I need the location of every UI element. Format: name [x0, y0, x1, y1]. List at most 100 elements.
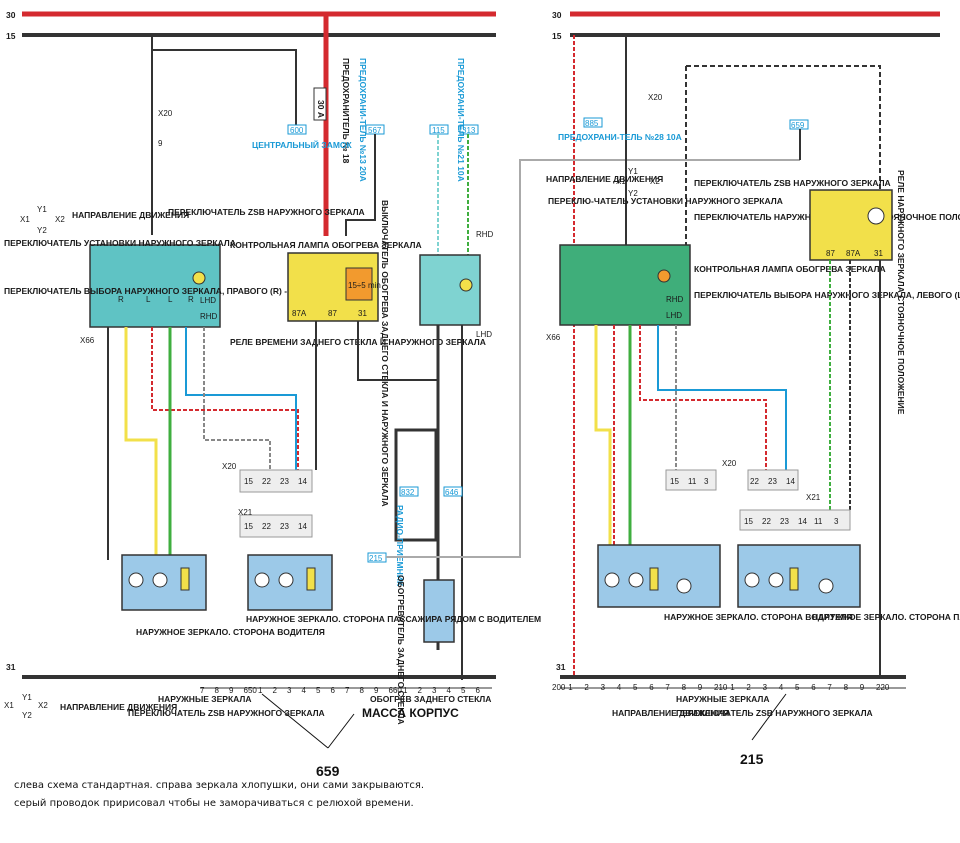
svg-text:R: R [188, 295, 194, 304]
left-page-number: 659 [316, 763, 340, 779]
bus-number: 7 [345, 686, 350, 695]
svg-text:31: 31 [874, 249, 883, 258]
svg-text:15: 15 [244, 522, 253, 531]
bus-number: 8 [682, 683, 687, 692]
svg-text:22: 22 [262, 522, 271, 531]
park-relay-label: РЕЛЕ НАРУЖНОГО ЗЕРКАЛА СТОЯНОЧНОЕ ПОЛОЖЕ… [896, 170, 906, 415]
svg-text:X1: X1 [4, 701, 14, 710]
heat-switch-label: ВЫКЛЮЧАТЕЛЬ ОБОГРЕВА ЗАДНЕГО СТЕКЛА И НА… [380, 200, 390, 507]
bus-number: 200 [552, 683, 566, 692]
mirror-driver-label-right: НАРУЖНОЕ ЗЕРКАЛО. СТОРОНА ВОДИТЕЛЯ [664, 612, 853, 622]
svg-text:X66: X66 [546, 333, 561, 342]
rail-30-label: 30 [6, 10, 16, 20]
code-115: 115 [432, 126, 445, 135]
mirror-pass-label-right: НАРУЖНОЕ ЗЕРКАЛО. СТОРОНА ПАССАЖИРА РЯДО… [812, 612, 960, 622]
svg-text:3: 3 [704, 477, 709, 486]
svg-text:15: 15 [670, 477, 679, 486]
bottom-mirrors-label-right: НАРУЖНЫЕ ЗЕРКАЛА [676, 694, 770, 704]
rail-30-label-right: 30 [552, 10, 562, 20]
bus-number: 3 [601, 683, 606, 692]
fuse-13-label: ПРЕДОХРАНИ-ТЕЛЬ №13 20А [358, 58, 368, 182]
svg-text:LHD: LHD [476, 330, 492, 339]
heat-switch[interactable] [419, 254, 481, 326]
bus-number: 660 [389, 686, 403, 695]
direction-label-right: НАПРАВЛЕНИЕ ДВИЖЕНИЯ [546, 174, 663, 184]
svg-text:11: 11 [814, 517, 823, 526]
svg-text:X2: X2 [55, 215, 65, 224]
bus-number: 3 [432, 686, 437, 695]
svg-text:X2: X2 [650, 177, 660, 186]
code-600: 600 [290, 126, 304, 135]
bus-number: 220 [876, 683, 890, 692]
bus-number: 5 [795, 683, 800, 692]
svg-text:31: 31 [358, 309, 367, 318]
svg-text:Y2: Y2 [22, 711, 32, 720]
park-relay [809, 189, 893, 261]
svg-text:RHD: RHD [476, 230, 494, 239]
bus-number: 5 [461, 686, 466, 695]
rail-31-label-right: 31 [556, 662, 566, 672]
left-diagram: 30 15 31 ПРЕДОХРАНИТЕЛЬ № 18 30 А X20 9 … [4, 10, 541, 779]
svg-text:14: 14 [298, 522, 307, 531]
bus-number: 7 [827, 683, 832, 692]
bottom-switch-label-right: ПЕРЕКЛЮЧАТЕЛЬ ZSB НАРУЖНОГО ЗЕРКАЛА [676, 708, 873, 718]
right-page-number: 215 [740, 751, 764, 767]
bus-number: 2 [746, 683, 751, 692]
select-switch-label-right: ПЕРЕКЛЮЧАТЕЛЬ ВЫБОРА НАРУЖНОГО ЗЕРКАЛА, … [694, 290, 960, 300]
svg-text:X20: X20 [158, 109, 173, 118]
svg-text:X1: X1 [20, 215, 30, 224]
svg-text:87: 87 [826, 249, 835, 258]
fuse-18-rating: 30 А [316, 100, 326, 118]
bus-number: 1 [730, 683, 735, 692]
svg-text:Y1: Y1 [628, 167, 638, 176]
fuse-21-label: ПРЕДОХРАНИ-ТЕЛЬ №21 10А [456, 58, 466, 182]
bottom-heat-label: ОБОГРЕВ ЗАДНЕГО СТЕКЛА [370, 694, 491, 704]
code-313: 313 [462, 126, 476, 135]
svg-text:X20: X20 [648, 93, 663, 102]
svg-text:22: 22 [750, 477, 759, 486]
lamp-label: КОНТРОЛЬНАЯ ЛАМПА ОБОГРЕВА ЗЕРКАЛА [230, 240, 422, 250]
bus-number: 210 [714, 683, 728, 692]
rail-15-label-right: 15 [552, 31, 562, 41]
code-885: 885 [585, 119, 599, 128]
svg-text:15: 15 [244, 477, 253, 486]
bus-number: 2 [273, 686, 278, 695]
svg-text:Y1: Y1 [37, 205, 47, 214]
svg-text:14: 14 [298, 477, 307, 486]
direction-label-right-bottom: НАПРАВЛЕНИЕ ДВИЖЕНИЯ [612, 708, 729, 718]
bus-number: 5 [316, 686, 321, 695]
svg-text:14: 14 [786, 477, 795, 486]
svg-text:R: R [118, 295, 124, 304]
svg-text:87A: 87A [846, 249, 861, 258]
svg-text:X20: X20 [222, 462, 237, 471]
rail-15-label: 15 [6, 31, 16, 41]
radio-label: РАДИО-ПРИЕМНИК [395, 505, 405, 587]
fuse-28-label: ПРЕДОХРАНИ-ТЕЛЬ №28 10А [558, 132, 682, 142]
bus-number: 6 [649, 683, 654, 692]
bus-number: 9 [229, 686, 234, 695]
bus-number: 650 [244, 686, 258, 695]
note-line-1: слева схема стандартная. справа зеркала … [14, 780, 425, 791]
bus-number: 8 [215, 686, 220, 695]
direction-label: НАПРАВЛЕНИЕ ДВИЖЕНИЯ [72, 210, 189, 220]
svg-text:X21: X21 [238, 508, 253, 517]
bus-number: 3 [763, 683, 768, 692]
bus-number: 8 [360, 686, 365, 695]
direction-label-bottom: НАПРАВЛЕНИЕ ДВИЖЕНИЯ [60, 702, 177, 712]
mirror-switch-box[interactable] [89, 244, 221, 328]
bus-number: 4 [447, 686, 452, 695]
svg-text:X66: X66 [80, 336, 95, 345]
bus-number: 3 [287, 686, 292, 695]
mirror-pass-label: НАРУЖНОЕ ЗЕРКАЛО. СТОРОНА ПАССАЖИРА РЯДО… [246, 614, 541, 624]
code-567: 567 [368, 126, 382, 135]
fuse-18-label: ПРЕДОХРАНИТЕЛЬ № 18 [341, 58, 351, 164]
mass-label: МАССА КОРПУС [362, 706, 459, 720]
bus-number: 6 [476, 686, 481, 695]
bus-number: 9 [698, 683, 703, 692]
svg-text:X2: X2 [38, 701, 48, 710]
mirror-switch-box-right[interactable] [559, 244, 691, 326]
svg-text:87: 87 [328, 309, 337, 318]
relay-time: 15÷5 min [348, 281, 381, 290]
